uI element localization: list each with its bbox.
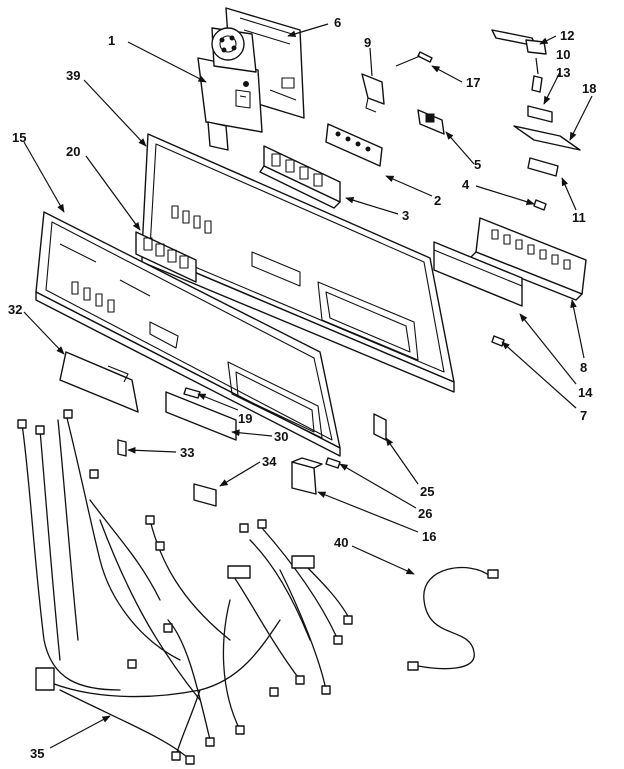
label-part-9: 9 <box>364 35 371 50</box>
lock-part-12 <box>491 29 547 55</box>
label-part-35: 35 <box>30 746 44 761</box>
switch-bar-part-2 <box>325 123 383 167</box>
label-part-16: 16 <box>422 529 436 544</box>
label-part-19: 19 <box>238 411 252 426</box>
screw-part-10 <box>531 75 543 93</box>
label-part-39: 39 <box>66 68 80 83</box>
label-part-20: 20 <box>66 144 80 159</box>
label-part-33: 33 <box>180 445 194 460</box>
timer-motor-part-1 <box>197 27 263 151</box>
latch-part-13 <box>527 105 553 123</box>
label-part-8: 8 <box>580 360 587 375</box>
label-part-25: 25 <box>420 484 434 499</box>
screw-part-26 <box>325 457 341 469</box>
screw-part-19 <box>183 387 201 399</box>
screw-part-7 <box>491 335 505 347</box>
strip-part-30 <box>165 391 237 441</box>
clip-part-34 <box>193 483 217 507</box>
button-set-part-20 <box>135 231 197 283</box>
label-part-6: 6 <box>334 15 341 30</box>
wire-harness-part-35 <box>17 409 353 765</box>
label-part-14: 14 <box>578 385 593 400</box>
label-part-13: 13 <box>556 65 570 80</box>
control-panel-part-39 <box>141 133 455 393</box>
label-part-30: 30 <box>274 429 288 444</box>
bracket-part-25 <box>373 413 387 441</box>
channel-part-14 <box>433 241 523 307</box>
screw-part-17 <box>395 51 433 67</box>
label-part-10: 10 <box>556 47 570 62</box>
bracket-part-9 <box>361 73 385 113</box>
label-part-1: 1 <box>108 33 115 48</box>
screw-part-33 <box>117 439 127 457</box>
cord-part-40 <box>407 566 499 671</box>
label-part-5: 5 <box>474 157 481 172</box>
label-part-4: 4 <box>462 177 470 192</box>
label-part-26: 26 <box>418 506 432 521</box>
leader-lines <box>23 23 593 749</box>
label-part-32: 32 <box>8 302 22 317</box>
label-part-17: 17 <box>466 75 480 90</box>
label-part-34: 34 <box>262 454 277 469</box>
knob-part-16 <box>291 457 323 495</box>
plate-part-18 <box>513 125 581 151</box>
screw-part-4 <box>533 199 547 211</box>
lever-part-32 <box>59 351 139 413</box>
label-part-11: 11 <box>572 210 586 225</box>
label-part-12: 12 <box>560 28 574 43</box>
switch-block-part-3 <box>259 145 341 209</box>
label-part-40: 40 <box>334 535 348 550</box>
label-part-3: 3 <box>402 208 409 223</box>
label-part-15: 15 <box>12 130 26 145</box>
bracket-part-11 <box>527 157 559 177</box>
console-panel-part-15 <box>35 211 341 457</box>
label-part-2: 2 <box>434 193 441 208</box>
terminal-block-part-8 <box>469 217 587 301</box>
part-number-labels: 1 6 9 12 10 13 18 39 17 15 20 5 4 2 11 3… <box>8 15 596 761</box>
label-part-18: 18 <box>582 81 596 96</box>
rocker-switch-part-5 <box>417 109 445 135</box>
label-part-7: 7 <box>580 408 587 423</box>
